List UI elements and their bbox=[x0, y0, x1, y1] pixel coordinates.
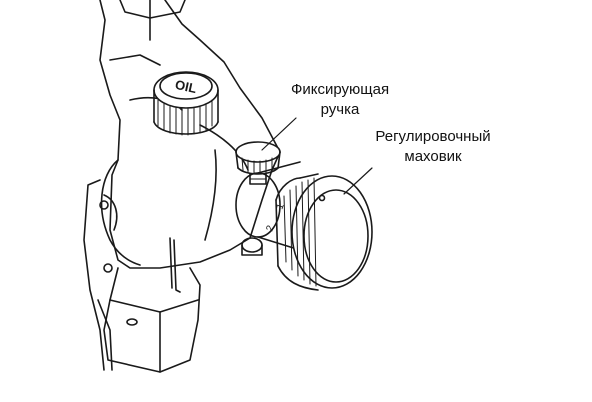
leader-lines bbox=[261, 117, 373, 195]
locking-knob bbox=[235, 141, 281, 185]
scale-digit-1: 1 bbox=[274, 202, 286, 211]
left-mount bbox=[83, 179, 118, 371]
callout-adjust-wheel-line-2: маховик bbox=[404, 148, 462, 165]
scale-digit-2: 2 bbox=[264, 224, 276, 233]
pump-housing bbox=[99, 0, 281, 269]
callout-adjust-wheel-line-1: Регулировочный bbox=[375, 128, 491, 145]
scale-markings: 1 2 bbox=[264, 202, 286, 233]
adjustment-wheel bbox=[275, 173, 373, 291]
callout-adjust-wheel: Регулировочный маховик bbox=[368, 127, 498, 167]
oil-cap: OIL bbox=[153, 71, 219, 136]
oil-cap-label: OIL bbox=[174, 77, 198, 96]
callout-lock-knob: Фиксирующая ручка bbox=[283, 80, 397, 120]
leader-lock-knob bbox=[261, 117, 297, 151]
base-foot bbox=[103, 237, 201, 373]
callout-lock-knob-line-2: ручка bbox=[320, 101, 360, 118]
callout-lock-knob-line-1: Фиксирующая bbox=[290, 81, 390, 98]
leader-adjust-wheel bbox=[343, 167, 373, 195]
adjustment-sleeve bbox=[235, 161, 301, 256]
